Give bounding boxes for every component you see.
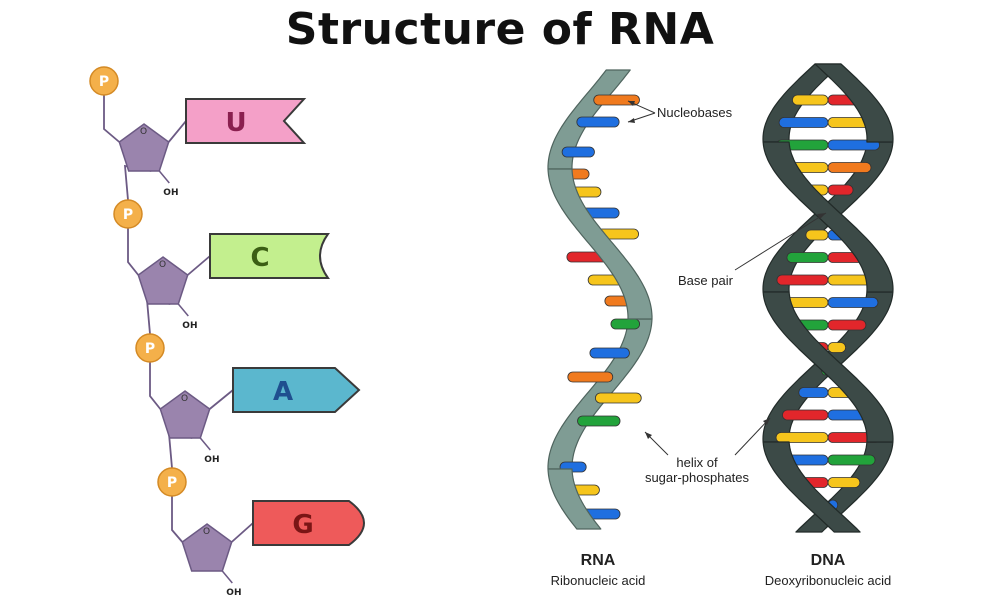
backbone-bond [168, 432, 193, 469]
dna-base-half [786, 252, 829, 263]
helix-label-line-2: sugar-phosphates [645, 470, 750, 485]
backbone-bond [146, 298, 171, 335]
nucleobases-arrowhead-2 [628, 118, 635, 123]
glycosidic-bond [168, 120, 187, 143]
rna-nucleobase [576, 116, 620, 128]
ribose-sugar [181, 523, 233, 572]
rna-nucleobase [567, 371, 614, 383]
ribose-sugar [137, 256, 189, 305]
rna-helix-back [547, 69, 653, 470]
phosphate-label: P [145, 341, 155, 357]
base-pair-label: Base pair [678, 273, 734, 288]
ring-oxygen-label: O [203, 527, 210, 537]
dna-helix-front [762, 63, 894, 533]
dna-caption: DNA [811, 552, 846, 569]
nucleobase-tag [185, 98, 307, 144]
hydroxyl-label: OH [204, 455, 219, 465]
ring-oxygen-label: O [159, 260, 166, 270]
phosphate-label: P [99, 74, 109, 90]
rna-nucleobase [577, 415, 621, 427]
hydroxyl-bond [199, 437, 211, 451]
glycosidic-bond [187, 255, 211, 276]
ribose-sugar [159, 390, 211, 439]
glycosidic-bond [209, 389, 234, 410]
dna-base-half [805, 229, 829, 241]
hydroxyl-bond [177, 303, 189, 317]
rna-strand: OH O P U OH O P C OH O P A OH O P G [89, 66, 365, 598]
rna-backbone-front [547, 168, 653, 320]
ribose-sugar [118, 123, 170, 172]
nucleobase-tag [209, 233, 330, 279]
page-title: Structure of RNA [285, 4, 715, 55]
dna-base-half [778, 117, 829, 128]
nucleobase-letter: C [250, 243, 269, 273]
backbone-bond [103, 95, 120, 143]
phosphate-group [113, 199, 143, 229]
dna-backbone-front [814, 63, 894, 143]
dna-base-half [827, 162, 872, 173]
rna-nucleobase [561, 146, 595, 158]
annotations: Nucleobases Base pair helix of sugar-pho… [551, 100, 891, 588]
nucleobase-tag [232, 367, 361, 413]
rna-nucleobases [559, 94, 642, 520]
rna-full-name: Ribonucleic acid [551, 573, 646, 588]
nucleobase-letter: A [273, 377, 293, 407]
phosphate-group [157, 467, 187, 497]
phosphate-label: P [167, 475, 177, 491]
hydroxyl-label: OH [226, 588, 241, 598]
phosphate-label: P [123, 207, 133, 223]
dna-base-half [827, 297, 879, 308]
rna-helix-front [547, 168, 653, 530]
hydroxyl-label: OH [163, 188, 178, 198]
ring-oxygen-label: O [181, 394, 188, 404]
backbone-bond [171, 496, 183, 543]
dna-base-half [775, 432, 829, 443]
ring-oxygen-label: O [140, 127, 147, 137]
backbone-bond [149, 362, 162, 410]
nucleobases-label: Nucleobases [657, 105, 733, 120]
phosphate-group [89, 66, 119, 96]
backbone-bond [127, 228, 140, 276]
nucleobase-letter: U [225, 108, 246, 138]
dna-backbone-front [762, 291, 894, 443]
helix-arrowhead-rna [645, 432, 652, 439]
dna-backbone-front [762, 441, 861, 533]
dna-base-half [776, 274, 829, 286]
base-pair-arrowhead [817, 213, 826, 219]
dna-full-name: Deoxyribonucleic acid [765, 573, 891, 588]
dna-base-half [782, 409, 829, 421]
dna-backbone-front [762, 141, 894, 293]
phosphate-group [135, 333, 165, 363]
dna-base-half [792, 94, 829, 106]
rna-nucleobase [589, 347, 630, 359]
rna-nucleobase [610, 318, 641, 330]
hydroxyl-label: OH [182, 321, 197, 331]
rna-nucleobase [595, 392, 642, 404]
hydroxyl-bond [221, 570, 233, 584]
rna-nucleobase [593, 94, 640, 106]
helix-arrow-dna [734, 417, 771, 456]
rna-caption: RNA [581, 552, 616, 569]
dna-base-half [827, 184, 854, 196]
dna-base-half [827, 477, 861, 488]
helix-label-line-1: helix of [676, 455, 718, 470]
base-pair-arrow [734, 212, 827, 271]
dna-base-half [827, 319, 867, 331]
helix-arrowhead-dna [763, 418, 770, 425]
rna-backbone-front [547, 468, 602, 530]
dna-base-half [798, 387, 829, 398]
nucleobase-tag [252, 500, 365, 546]
hydroxyl-bond [158, 170, 170, 184]
dna-base-half [827, 454, 876, 466]
nucleobase-letter: G [292, 510, 313, 540]
glycosidic-bond [231, 522, 254, 543]
dna-base-half [827, 342, 847, 353]
nucleobases-arrowhead-1 [628, 101, 635, 106]
